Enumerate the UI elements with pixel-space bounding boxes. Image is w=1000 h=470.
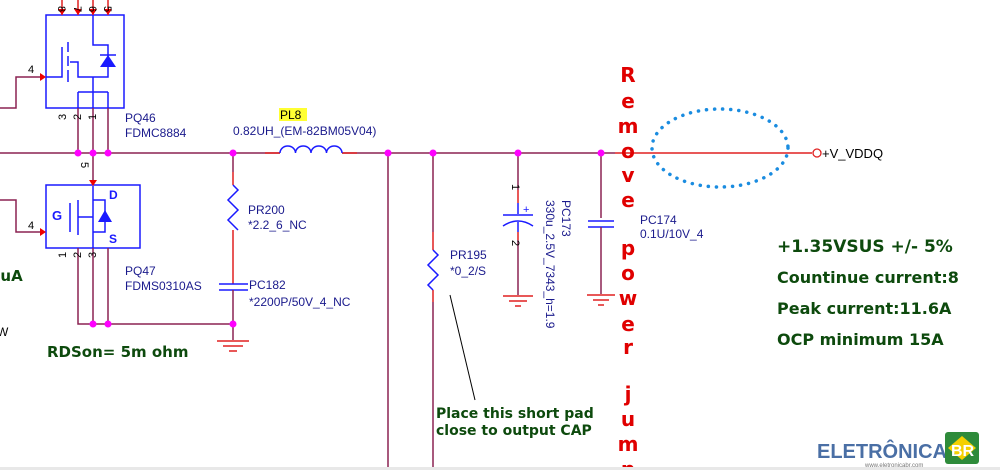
spec-continuous: Countinue current:8 bbox=[777, 268, 959, 287]
pr200-ref: PR200 bbox=[248, 203, 285, 217]
svg-text:j: j bbox=[624, 382, 632, 406]
svg-text:r: r bbox=[623, 335, 633, 359]
watermark-logo: ELETRÔNICA BR www.eletronicabr.com bbox=[817, 432, 979, 469]
svg-text:u: u bbox=[621, 407, 635, 431]
capacitor-pc182 bbox=[217, 265, 249, 352]
pl8-value: 0.82UH_(EM-82BM05V04) bbox=[233, 124, 376, 138]
resistor-pr195 bbox=[426, 153, 440, 470]
pr195-ref: PR195 bbox=[450, 248, 487, 262]
svg-text:1: 1 bbox=[57, 252, 69, 258]
svg-text:2: 2 bbox=[72, 114, 84, 120]
svg-text:p: p bbox=[621, 236, 635, 260]
svg-text:R: R bbox=[620, 63, 635, 87]
capacitor-pc174 bbox=[587, 153, 615, 306]
svg-text:+: + bbox=[523, 204, 529, 216]
mosfet-pq46: 8 7 6 5 4 3 2 1 bbox=[0, 0, 125, 153]
pr195-value: *0_2/S bbox=[450, 264, 486, 278]
pq47-part: FDMS0310AS bbox=[125, 279, 202, 293]
spec-ocp: OCP minimum 15A bbox=[777, 330, 944, 349]
inductor-pl8 bbox=[265, 108, 357, 154]
pc182-value: *2200P/50V_4_NC bbox=[249, 295, 351, 309]
svg-text:e: e bbox=[621, 89, 635, 113]
svg-text:ELETRÔNICA: ELETRÔNICA bbox=[817, 439, 947, 463]
svg-text:v: v bbox=[621, 163, 634, 187]
svg-text:5: 5 bbox=[101, 6, 113, 12]
pq47-ref: PQ47 bbox=[125, 264, 156, 278]
bottom-scrollbar[interactable] bbox=[0, 467, 1000, 470]
net-terminal bbox=[812, 148, 822, 158]
svg-text:3: 3 bbox=[57, 114, 69, 120]
svg-text:e: e bbox=[621, 312, 635, 336]
remove-power-jumper-note: R e m o v e p o w e r j u m p bbox=[618, 63, 639, 470]
spec-peak: Peak current:11.6A bbox=[777, 299, 952, 318]
place-note-2: close to output CAP bbox=[436, 423, 592, 439]
partial-note: 0uA bbox=[0, 267, 23, 285]
svg-text:1: 1 bbox=[509, 184, 521, 190]
annotation-leader bbox=[449, 294, 476, 401]
svg-text:D: D bbox=[109, 188, 118, 202]
svg-text:7: 7 bbox=[71, 6, 83, 12]
svg-text:G: G bbox=[52, 208, 62, 223]
svg-text:o: o bbox=[621, 139, 635, 163]
pq46-part: FDMC8884 bbox=[125, 126, 187, 140]
svg-text:4: 4 bbox=[28, 64, 34, 76]
capacitor-pc173 bbox=[502, 153, 534, 307]
svg-text:S: S bbox=[109, 232, 117, 246]
pc173-value: 330u_2.5V_7343_h=1.9 bbox=[543, 200, 557, 329]
svg-text:2: 2 bbox=[72, 252, 84, 258]
svg-text:5: 5 bbox=[78, 162, 90, 168]
pc174-ref: PC174 bbox=[640, 213, 677, 227]
svg-text:8: 8 bbox=[55, 6, 67, 12]
svg-text:www.eletronicabr.com: www.eletronicabr.com bbox=[864, 463, 923, 469]
mosfet-pq47: 5 G D S 4 1 2 3 bbox=[0, 153, 233, 325]
spec-voltage: +1.35VSUS +/- 5% bbox=[777, 237, 953, 257]
svg-text:3: 3 bbox=[87, 252, 99, 258]
svg-text:p: p bbox=[621, 457, 635, 470]
svg-text:e: e bbox=[621, 188, 635, 212]
svg-text:o: o bbox=[621, 261, 635, 285]
resistor-pr200 bbox=[226, 153, 240, 265]
svg-text:2: 2 bbox=[509, 240, 521, 246]
svg-text:m: m bbox=[618, 432, 639, 456]
svg-text:4: 4 bbox=[28, 220, 34, 232]
svg-text:1: 1 bbox=[87, 114, 99, 120]
junction-dots bbox=[74, 149, 605, 328]
pl8-ref: PL8 bbox=[280, 108, 302, 122]
svg-text:BR: BR bbox=[951, 443, 975, 460]
partial-note: W bbox=[0, 325, 9, 339]
svg-text:m: m bbox=[618, 114, 639, 138]
rdson-note: RDSon= 5m ohm bbox=[47, 343, 188, 361]
net-label: +V_VDDQ bbox=[822, 146, 883, 161]
pq46-ref: PQ46 bbox=[125, 111, 156, 125]
pc182-ref: PC182 bbox=[249, 278, 286, 292]
pc174-value: 0.1U/10V_4 bbox=[640, 227, 704, 241]
svg-text:w: w bbox=[619, 286, 637, 310]
pc173-ref: PC173 bbox=[559, 200, 573, 237]
place-note-1: Place this short pad bbox=[436, 406, 594, 422]
pr200-value: *2.2_6_NC bbox=[248, 218, 307, 232]
svg-text:6: 6 bbox=[86, 6, 98, 12]
highlight-ellipse bbox=[650, 107, 790, 189]
